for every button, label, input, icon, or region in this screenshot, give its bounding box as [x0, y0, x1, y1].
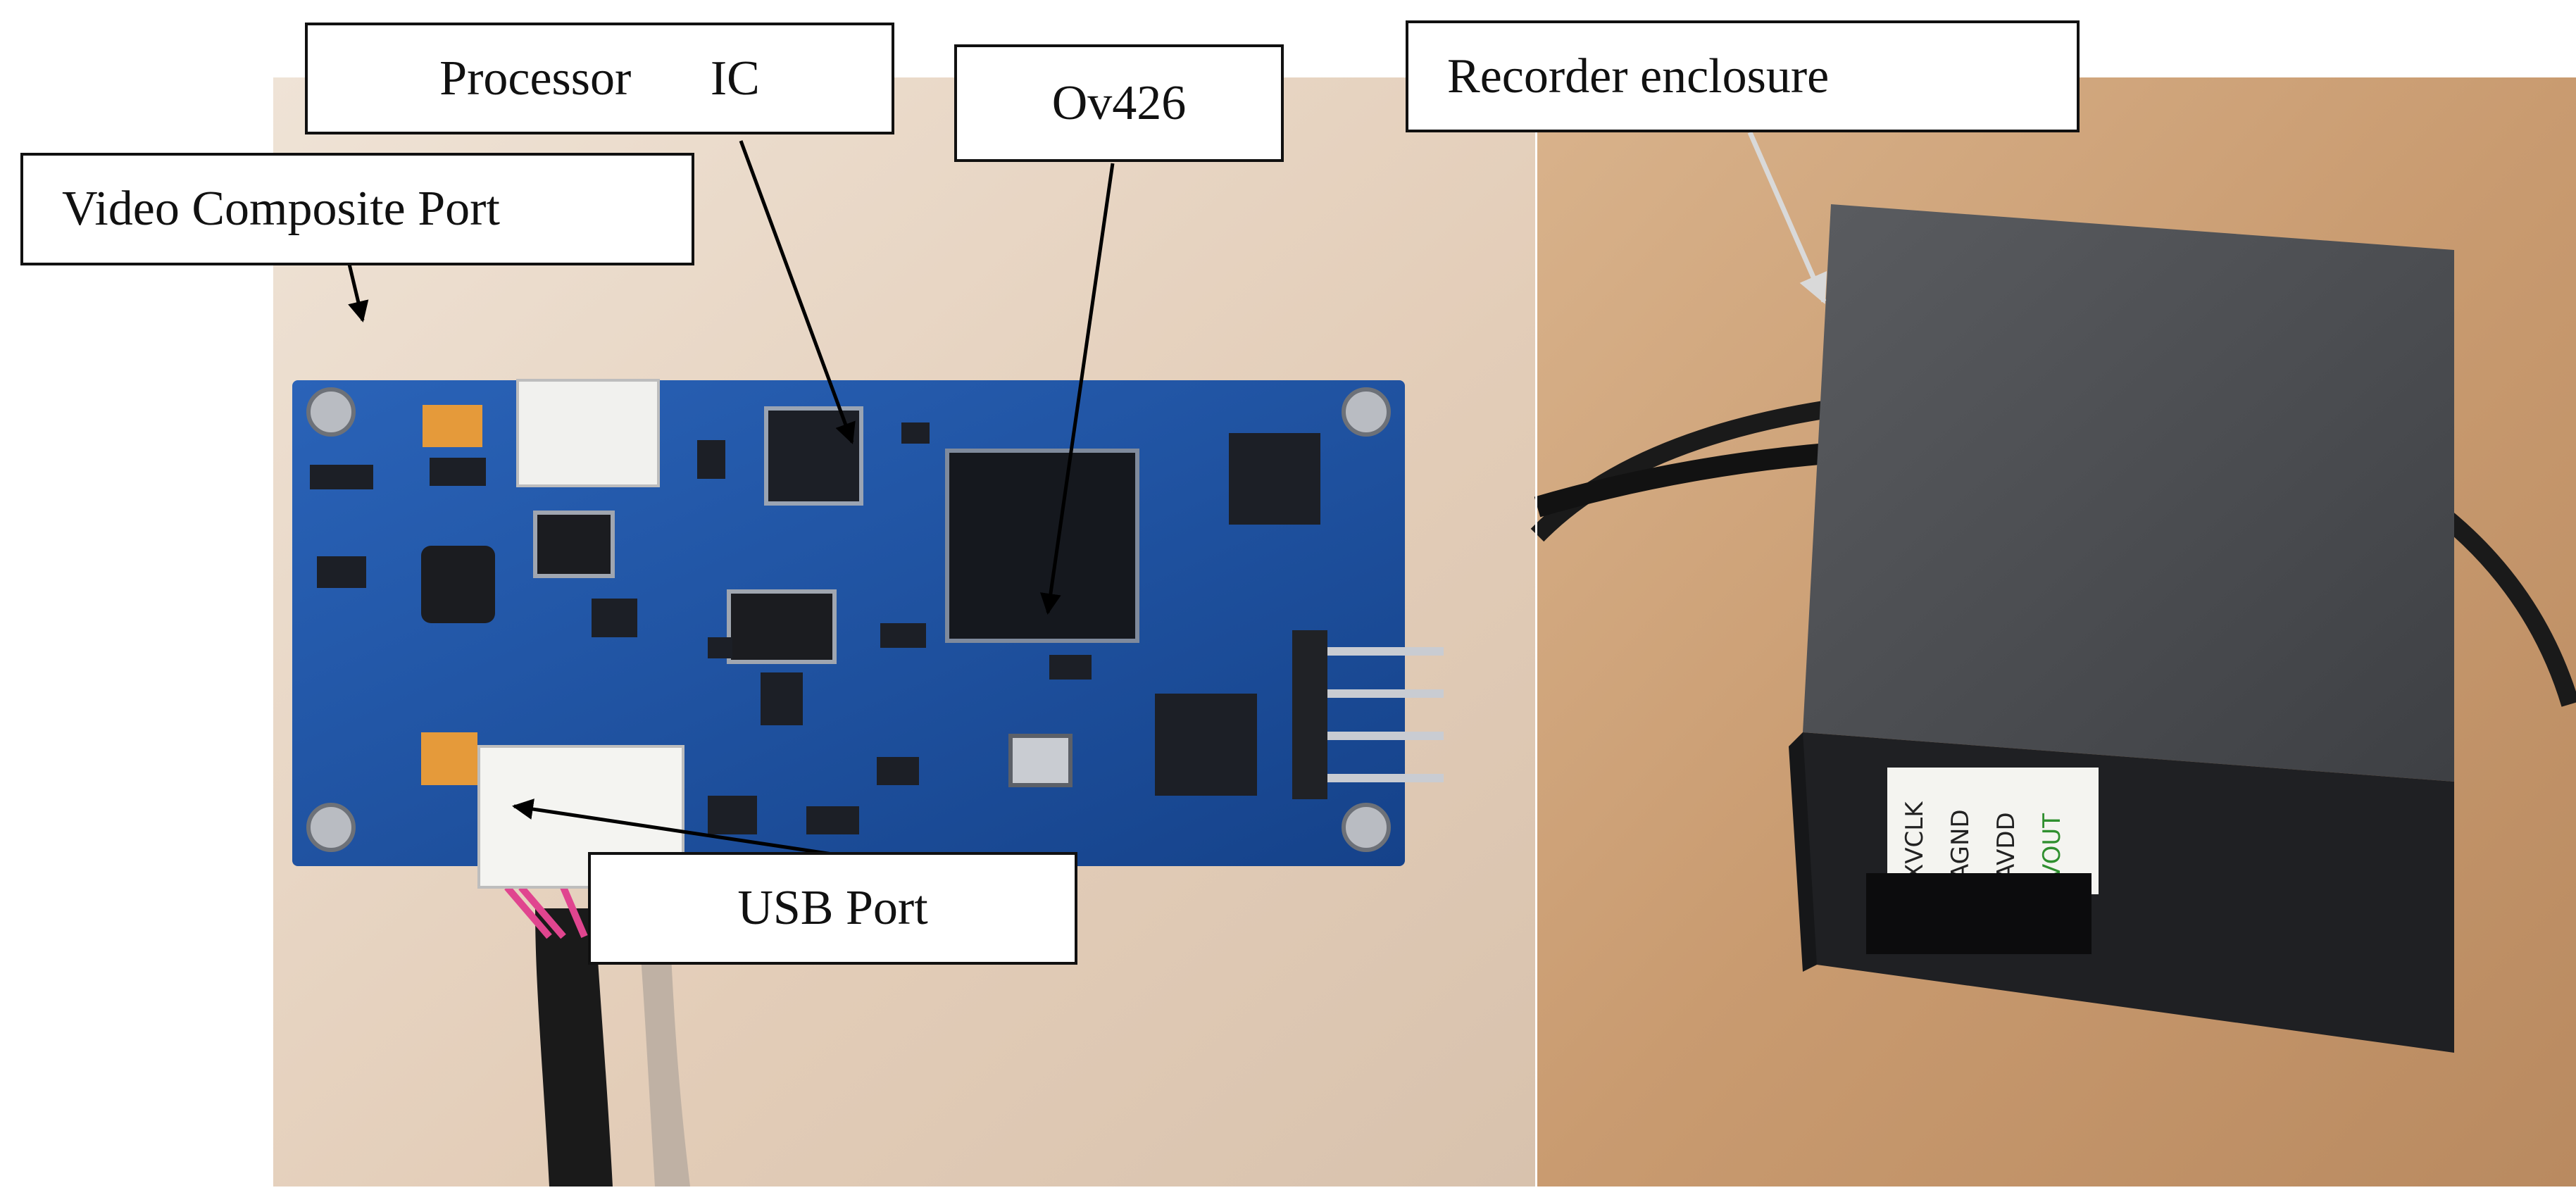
- ov426-chip: [945, 449, 1139, 643]
- label-recorder-enclosure: Recorder enclosure: [1406, 20, 2080, 132]
- label-processor-ic-text: Processor IC: [439, 51, 760, 106]
- capacitor-bottom: [421, 732, 477, 785]
- power-chip: [533, 511, 615, 578]
- encoder-chip: [1155, 694, 1257, 796]
- pin-label-avdd: AVDD: [1992, 812, 2020, 880]
- screw-top-right: [1342, 387, 1391, 437]
- screw-bottom-right: [1342, 803, 1391, 852]
- arrow-recorder-enclosure: [1747, 131, 1827, 304]
- pin-label-xvclk: XVCLK: [1901, 801, 1929, 880]
- crystal: [1008, 734, 1073, 787]
- smd-components: [310, 422, 1092, 834]
- label-recorder-enclosure-text: Recorder enclosure: [1447, 49, 1830, 104]
- label-usb-port-text: USB Port: [737, 881, 928, 935]
- arrow-usb-port: [512, 799, 842, 858]
- arrow-ov426: [1040, 163, 1115, 615]
- label-video-composite-port: Video Composite Port: [20, 153, 694, 265]
- enclosure-photo: XVCLK AGND AVDD VOUT: [1530, 77, 2576, 1187]
- label-video-composite-port-text: Video Composite Port: [62, 182, 500, 236]
- inductor: [421, 546, 495, 623]
- screw-bottom-left: [306, 803, 356, 852]
- pcb-photo: [273, 77, 1535, 1187]
- label-ov426: Ov426: [954, 44, 1284, 162]
- video-connector: [516, 379, 660, 487]
- usb-cable: [535, 908, 613, 1187]
- pin-label-agnd: AGND: [1946, 809, 1975, 880]
- label-usb-port: USB Port: [588, 852, 1077, 965]
- enclosure-connector-slot: [1866, 873, 2092, 954]
- regulator-chip: [727, 589, 837, 664]
- photo-divider: [1535, 77, 1537, 1187]
- enclosure-top: [1803, 204, 2454, 782]
- flash-chip: [1229, 433, 1320, 525]
- label-processor-ic: Processor IC: [305, 23, 894, 134]
- enclosure-cable-lead: [1534, 440, 1867, 518]
- screw-top-left: [306, 387, 356, 437]
- usb-wires: [504, 884, 588, 939]
- pin-label-vout: VOUT: [2038, 813, 2066, 880]
- header-base: [1292, 630, 1327, 799]
- cable-shadow: [637, 908, 690, 1187]
- label-ov426-text: Ov426: [1051, 75, 1187, 130]
- capacitor-top: [423, 405, 482, 447]
- pin-label-text: XVCLK AGND AVDD VOUT: [1901, 801, 2066, 880]
- processor-chip: [764, 406, 863, 506]
- arrow-processor-ic: [739, 140, 856, 444]
- enclosure-side: [1789, 732, 1817, 972]
